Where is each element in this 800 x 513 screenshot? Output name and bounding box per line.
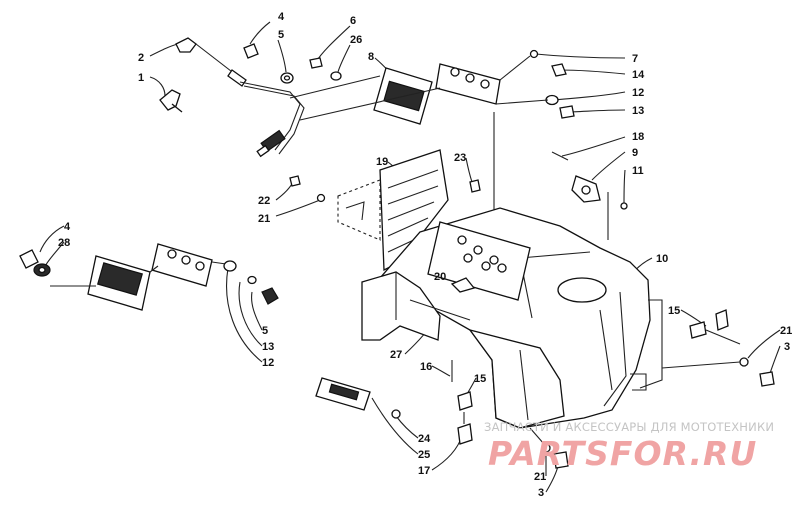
callout-22: 22 — [258, 195, 270, 207]
screw-washer-parts — [309, 57, 342, 81]
lower-bracket-part — [457, 412, 473, 445]
side-panel-outline — [337, 179, 381, 241]
callout-24: 24 — [418, 433, 431, 445]
callout-3-right: 3 — [784, 341, 790, 353]
callout-16: 16 — [420, 361, 432, 373]
callout-25: 25 — [418, 449, 430, 461]
callout-numbers: 1 2 4 5 6 26 8 7 14 12 13 18 9 11 19 23 … — [58, 11, 792, 499]
callout-19: 19 — [376, 156, 388, 168]
rear-bracket-parts — [551, 151, 628, 240]
callout-27: 27 — [390, 349, 402, 361]
callout-6: 6 — [350, 15, 356, 27]
lower-housing-part — [468, 328, 565, 429]
right-screw-parts — [661, 357, 775, 387]
callout-28: 28 — [58, 237, 70, 249]
watermark-tagline: ЗАПЧАСТИ И АКСЕССУАРЫ ДЛЯ МОТОТЕХНИКИ — [484, 420, 775, 434]
lower-hinge-plate-part — [50, 243, 227, 311]
callout-7: 7 — [632, 53, 638, 65]
callout-13: 13 — [632, 105, 644, 117]
clip-parts — [451, 309, 741, 411]
callout-15-right: 15 — [668, 305, 680, 317]
callout-21: 21 — [258, 213, 270, 225]
bottom-screw-parts — [529, 427, 569, 469]
left-fastener-parts — [19, 249, 51, 277]
side-bracket-panel-part — [361, 271, 471, 341]
callout-2: 2 — [138, 52, 144, 64]
callout-14: 14 — [632, 69, 645, 81]
callout-4: 4 — [278, 11, 285, 23]
callout-21-right: 21 — [780, 325, 792, 337]
callout-1: 1 — [138, 72, 144, 84]
callout-20: 20 — [434, 271, 446, 283]
callout-17: 17 — [418, 465, 430, 477]
watermark-logo: PARTSFOR.RU — [488, 434, 758, 473]
callout-8: 8 — [368, 51, 374, 63]
left-hardware-parts — [223, 260, 279, 305]
callout-13-left: 13 — [262, 341, 274, 353]
inner-panel-part — [427, 221, 531, 301]
center-small-hardware-parts — [289, 175, 481, 203]
callout-5: 5 — [278, 29, 284, 41]
latch-hook-part — [159, 89, 183, 113]
upper-hinge-plate-part — [289, 63, 501, 125]
callout-11: 11 — [632, 165, 644, 177]
throttle-lever-cable-part — [175, 37, 305, 158]
callout-5-left: 5 — [262, 325, 268, 337]
callout-3-bottom: 3 — [538, 487, 544, 499]
callout-21-bottom: 21 — [534, 471, 546, 483]
callout-12: 12 — [632, 87, 644, 99]
nameplate-grommet-parts — [315, 377, 401, 419]
callout-15-lower: 15 — [474, 373, 486, 385]
callout-23: 23 — [454, 152, 466, 164]
callout-10: 10 — [656, 253, 668, 265]
callout-4-left: 4 — [64, 221, 71, 233]
callout-18: 18 — [632, 131, 644, 143]
callout-9: 9 — [632, 147, 638, 159]
upper-right-hardware-parts — [493, 49, 575, 220]
callout-26: 26 — [350, 34, 362, 46]
callout-12-left: 12 — [262, 357, 274, 369]
upper-fastener-parts — [243, 43, 294, 84]
